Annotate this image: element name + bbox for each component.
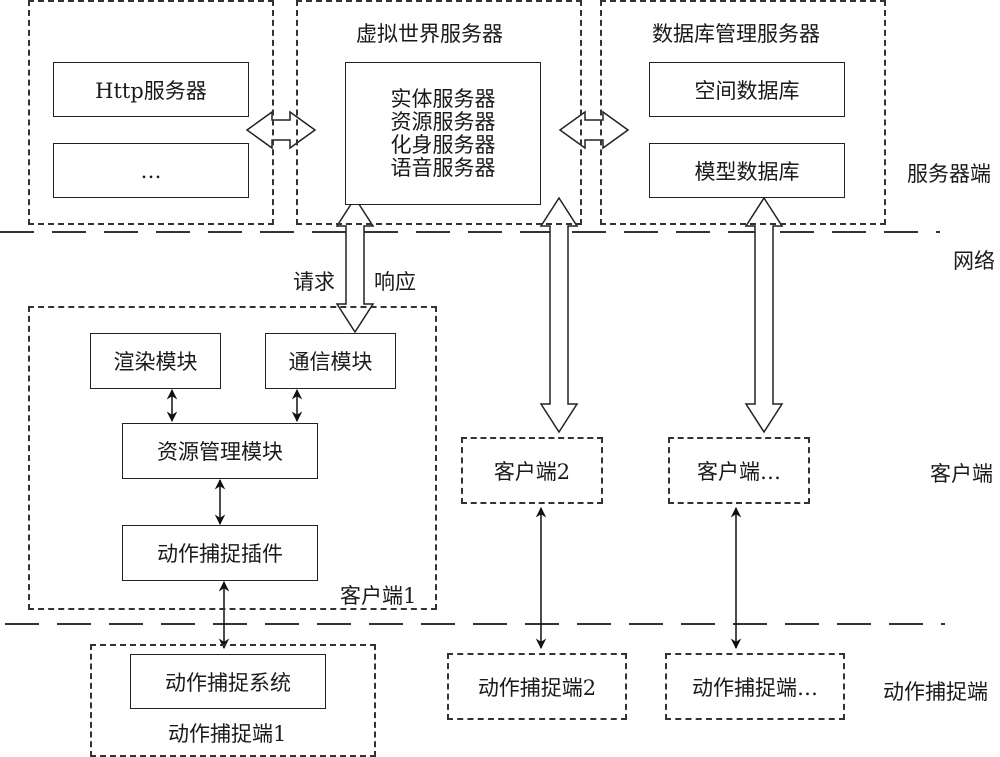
zone-label-server: 服务器端 [907, 162, 991, 186]
model-db-label: 模型数据库 [694, 159, 800, 184]
mocap-plugin-box: 动作捕捉插件 [122, 525, 318, 581]
virtual-world-services-box: 实体服务器 资源服务器 化身服务器 语音服务器 [345, 62, 541, 205]
render-module-label: 渲染模块 [113, 350, 198, 374]
mocap1-group [90, 644, 376, 757]
model-db-box: 模型数据库 [649, 143, 845, 198]
client1-group [28, 306, 437, 610]
client1-title: 客户端1 [340, 584, 417, 608]
http-server-label: Http服务器 [95, 78, 207, 103]
spatial-db-box: 空间数据库 [649, 62, 845, 117]
database-mgmt-server-title: 数据库管理服务器 [652, 22, 820, 46]
mocap-system-box: 动作捕捉系统 [130, 654, 326, 709]
resource-module-box: 资源管理模块 [122, 423, 318, 479]
http-server-box: Http服务器 [53, 62, 249, 117]
mocap-more-group: 动作捕捉端… [665, 653, 845, 720]
comm-module-box: 通信模块 [265, 333, 396, 389]
mocap-more-title: 动作捕捉端… [692, 675, 818, 700]
avatar-server-label: 化身服务器 [390, 132, 496, 157]
zone-label-mocap: 动作捕捉端 [883, 680, 988, 704]
voice-server-label: 语音服务器 [390, 155, 496, 180]
resource-server-label: 资源服务器 [390, 109, 496, 134]
virtual-world-server-group [296, 0, 582, 225]
vw-db-double-arrow [558, 110, 630, 150]
virtual-world-server-title: 虚拟世界服务器 [356, 22, 503, 46]
spatial-db-label: 空间数据库 [694, 78, 800, 103]
request-label: 请求 [293, 270, 335, 294]
resource-module-label: 资源管理模块 [157, 440, 283, 464]
client-more-group: 客户端… [668, 437, 810, 504]
zone-label-network: 网络 [953, 249, 995, 273]
mocap-system-label: 动作捕捉系统 [165, 670, 291, 695]
response-label: 响应 [374, 270, 416, 294]
db-client-more-double-arrow [744, 196, 784, 434]
mocap1-title: 动作捕捉端1 [168, 722, 287, 746]
render-module-box: 渲染模块 [90, 333, 221, 389]
more-server-label: … [140, 158, 162, 183]
more-server-box: … [53, 143, 249, 198]
mocap2-group: 动作捕捉端2 [447, 653, 627, 720]
mocap2-title: 动作捕捉端2 [477, 675, 597, 700]
vw-client1-double-arrow [335, 196, 375, 334]
vw-client2-double-arrow [539, 196, 579, 434]
database-mgmt-server-group [600, 0, 886, 225]
web-server-group [28, 0, 274, 225]
client2-title: 客户端2 [493, 459, 571, 484]
mocap-plugin-label: 动作捕捉插件 [157, 542, 283, 566]
entity-server-label: 实体服务器 [390, 86, 496, 111]
comm-module-label: 通信模块 [288, 350, 373, 374]
client-more-title: 客户端… [697, 459, 781, 484]
client2-group: 客户端2 [461, 437, 603, 504]
zone-label-client: 客户端 [930, 462, 993, 486]
